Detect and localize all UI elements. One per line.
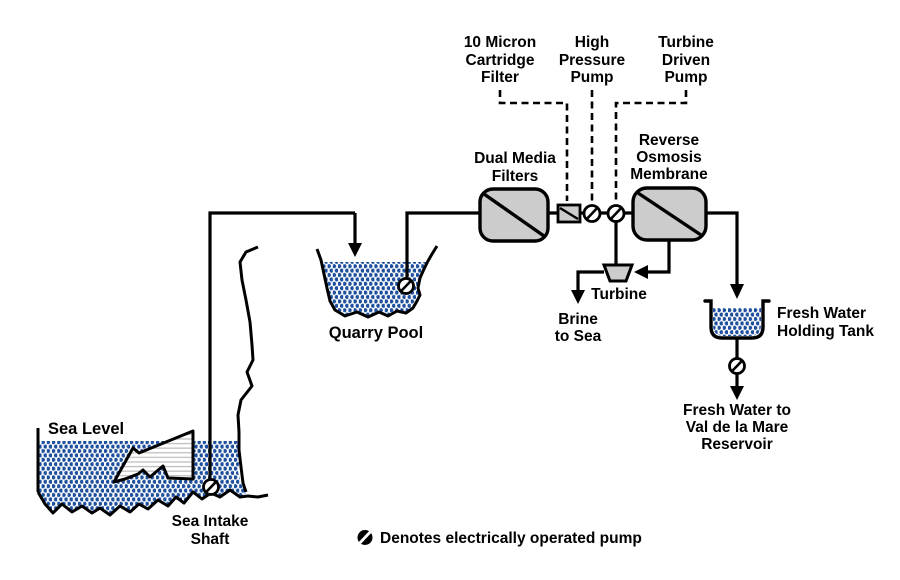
sea-bed-outline	[36, 488, 269, 517]
svg-text:Pump: Pump	[570, 69, 613, 86]
svg-text:Sea Intake: Sea Intake	[172, 513, 249, 530]
legend-text: Denotes electrically operated pump	[380, 530, 642, 547]
label-dual-media-filters: Dual Media Filters	[474, 150, 556, 185]
svg-text:10 Micron: 10 Micron	[464, 34, 536, 51]
label-brine-to-sea: Brine to Sea	[555, 311, 602, 345]
arrow-into-tank-icon	[730, 284, 744, 299]
label-holding-tank: Fresh Water Holding Tank	[777, 305, 874, 340]
svg-text:Turbine: Turbine	[658, 34, 714, 51]
quarry-pool-outline	[315, 245, 439, 319]
turbine-driven-pump-icon	[606, 204, 626, 223]
pipe-brine-out	[576, 270, 604, 290]
svg-text:High: High	[575, 34, 609, 51]
cartridge-filter-diagonal	[559, 206, 579, 221]
arrow-into-turbine-icon	[634, 265, 648, 279]
svg-text:Pump: Pump	[664, 69, 707, 86]
tank-outlet-pump-icon	[728, 357, 746, 375]
arrow-to-reservoir-icon	[730, 386, 744, 400]
arrow-into-quarry-icon	[348, 243, 362, 257]
holding-tank	[703, 299, 771, 340]
label-turbine: Turbine	[591, 286, 647, 303]
svg-text:Holding Tank: Holding Tank	[777, 323, 874, 340]
svg-text:Driven: Driven	[662, 52, 710, 69]
svg-text:to Sea: to Sea	[555, 328, 602, 345]
pipe-ro-brine-to-turbine	[648, 240, 671, 274]
svg-text:Pressure: Pressure	[559, 52, 626, 69]
arrow-brine-to-sea-icon	[571, 290, 585, 304]
svg-text:Reverse: Reverse	[639, 132, 700, 149]
high-pressure-pump-icon	[582, 204, 602, 223]
label-cartridge-filter: 10 Micron Cartridge Filter	[464, 34, 536, 86]
leader-turbine-driven-pump	[614, 90, 688, 202]
dual-media-filters-diagonal	[483, 192, 545, 238]
pipe-quarry-to-filters	[405, 211, 481, 279]
turbine-shape	[601, 263, 635, 283]
label-quarry-pool: Quarry Pool	[329, 324, 423, 342]
svg-text:Brine: Brine	[558, 311, 598, 328]
legend-pump-icon	[357, 530, 373, 545]
rock-outcrop-wedge	[112, 429, 195, 484]
sea-intake-pump-icon	[202, 478, 220, 496]
svg-text:Fresh Water: Fresh Water	[777, 305, 866, 322]
label-sea-intake-shaft: Sea Intake Shaft	[172, 513, 249, 548]
svg-text:Membrane: Membrane	[630, 166, 708, 183]
svg-text:Fresh Water to: Fresh Water to	[683, 402, 791, 419]
label-fresh-water-out: Fresh Water to Val de la Mare Reservoir	[683, 402, 791, 453]
label-turbine-driven-pump: Turbine Driven Pump	[658, 34, 714, 86]
reverse-osmosis-diagonal	[637, 191, 702, 237]
leader-cartridge-filter	[498, 90, 569, 201]
pipe-ro-to-tank	[706, 211, 739, 284]
holding-tank-water	[713, 308, 761, 336]
svg-text:Shaft: Shaft	[191, 531, 230, 548]
svg-text:Val de la Mare: Val de la Mare	[686, 419, 789, 436]
svg-text:Filter: Filter	[481, 69, 519, 86]
svg-text:Cartridge: Cartridge	[466, 52, 535, 69]
quarry-pump-icon	[397, 277, 415, 295]
coastline	[236, 245, 259, 493]
sea-intake-shaft-pipe	[208, 211, 355, 480]
label-reverse-osmosis: Reverse Osmosis Membrane	[630, 132, 708, 183]
svg-text:Filters: Filters	[492, 168, 539, 185]
svg-text:Osmosis: Osmosis	[636, 149, 701, 166]
svg-text:Dual Media: Dual Media	[474, 150, 556, 167]
svg-text:Reservoir: Reservoir	[701, 436, 773, 453]
label-sea-level: Sea Level	[48, 420, 124, 438]
label-high-pressure-pump: High Pressure Pump	[559, 34, 626, 86]
quarry-pool-water	[322, 262, 427, 316]
